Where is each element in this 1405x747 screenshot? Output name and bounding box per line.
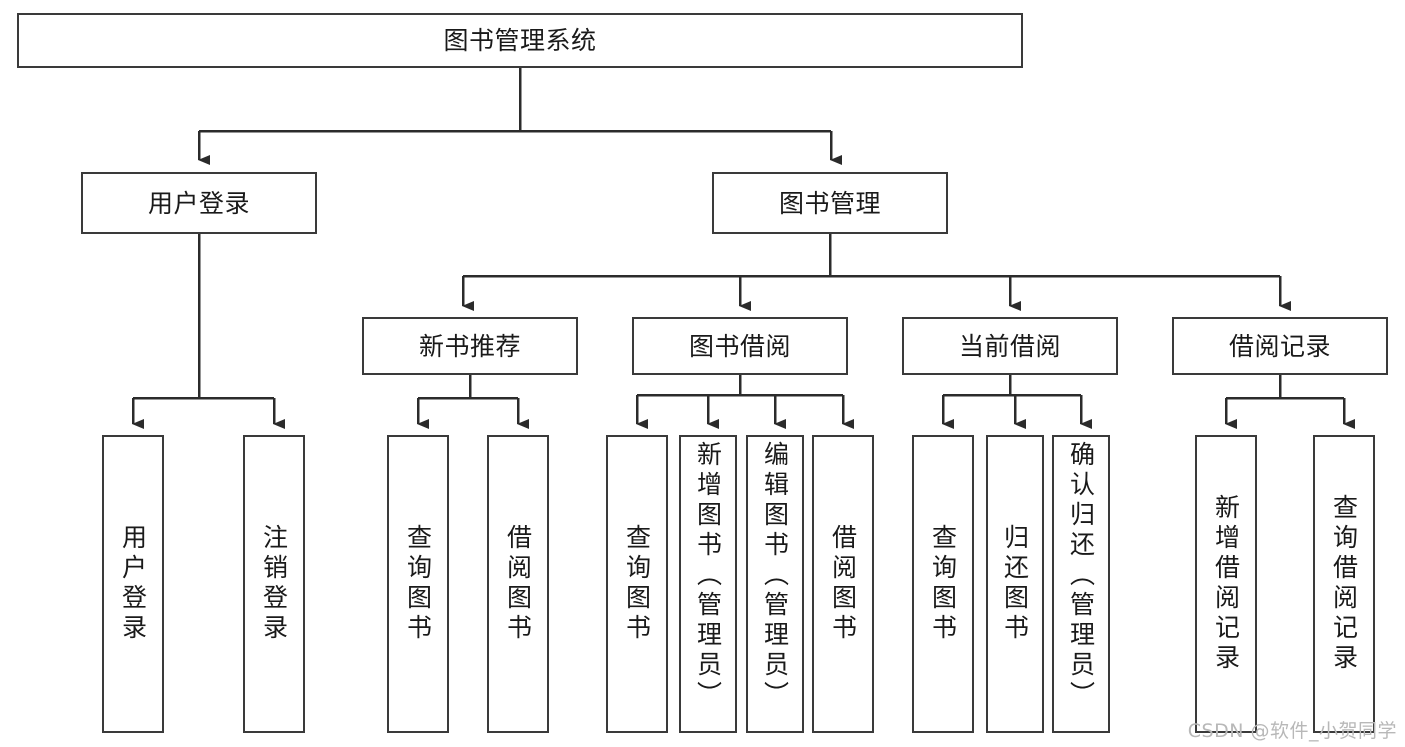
csdn-watermark: CSDN @软件_小贺同学 xyxy=(1187,720,1397,742)
node-leaf-query-book-2[interactable]: 查询图书 xyxy=(606,435,668,733)
node-new-book-recommend[interactable]: 新书推荐 xyxy=(362,317,578,375)
node-leaf-query-book-1-label: 查询图书 xyxy=(403,524,433,644)
node-root[interactable]: 图书管理系统 xyxy=(17,13,1023,68)
node-leaf-user-logout[interactable]: 注销登录 xyxy=(243,435,305,733)
node-leaf-query-record[interactable]: 查询借阅记录 xyxy=(1313,435,1375,733)
node-leaf-user-login-label: 用户登录 xyxy=(118,524,148,644)
node-leaf-edit-book[interactable]: 编辑图书（管理员） xyxy=(746,435,804,733)
node-leaf-query-book-2-label: 查询图书 xyxy=(622,524,652,644)
node-book-manage-label: 图书管理 xyxy=(778,188,881,218)
node-leaf-add-book[interactable]: 新增图书（管理员） xyxy=(679,435,737,733)
node-leaf-query-book-3-label: 查询图书 xyxy=(928,524,958,644)
node-leaf-edit-book-label: 编辑图书（管理员） xyxy=(760,441,790,711)
node-user-login-label: 用户登录 xyxy=(147,188,250,218)
node-leaf-borrow-book-1-label: 借阅图书 xyxy=(503,524,533,644)
node-leaf-user-login[interactable]: 用户登录 xyxy=(102,435,164,733)
node-leaf-confirm-return[interactable]: 确认归还（管理员） xyxy=(1052,435,1110,733)
node-leaf-borrow-book-2[interactable]: 借阅图书 xyxy=(812,435,874,733)
node-borrow-record[interactable]: 借阅记录 xyxy=(1172,317,1388,375)
node-user-login[interactable]: 用户登录 xyxy=(81,172,317,234)
node-leaf-return-book[interactable]: 归还图书 xyxy=(986,435,1044,733)
node-new-book-recommend-label: 新书推荐 xyxy=(418,331,521,361)
node-book-manage[interactable]: 图书管理 xyxy=(712,172,948,234)
node-current-borrow[interactable]: 当前借阅 xyxy=(902,317,1118,375)
node-leaf-query-book-1[interactable]: 查询图书 xyxy=(387,435,449,733)
node-leaf-add-record-label: 新增借阅记录 xyxy=(1211,494,1241,674)
node-borrow-record-label: 借阅记录 xyxy=(1228,331,1331,361)
node-leaf-add-book-label: 新增图书（管理员） xyxy=(693,441,723,711)
node-leaf-query-record-label: 查询借阅记录 xyxy=(1329,494,1359,674)
node-root-label: 图书管理系统 xyxy=(443,26,597,55)
node-leaf-query-book-3[interactable]: 查询图书 xyxy=(912,435,974,733)
node-current-borrow-label: 当前借阅 xyxy=(958,331,1061,361)
node-leaf-borrow-book-1[interactable]: 借阅图书 xyxy=(487,435,549,733)
node-leaf-add-record[interactable]: 新增借阅记录 xyxy=(1195,435,1257,733)
node-leaf-user-logout-label: 注销登录 xyxy=(259,524,289,644)
node-leaf-borrow-book-2-label: 借阅图书 xyxy=(828,524,858,644)
node-leaf-return-book-label: 归还图书 xyxy=(1000,524,1030,644)
node-book-borrow-label: 图书借阅 xyxy=(688,331,791,361)
node-book-borrow[interactable]: 图书借阅 xyxy=(632,317,848,375)
node-leaf-confirm-return-label: 确认归还（管理员） xyxy=(1066,441,1096,711)
